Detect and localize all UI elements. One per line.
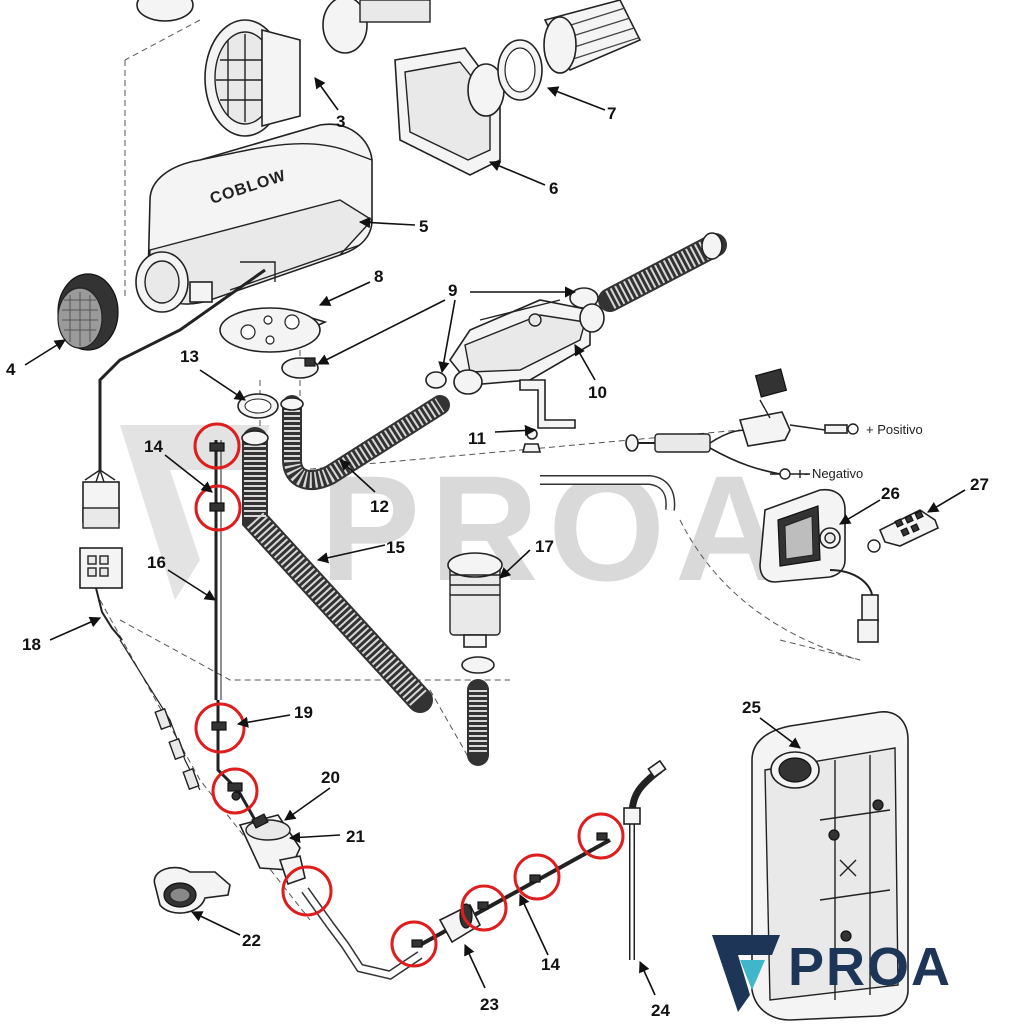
part-number-20: 20	[321, 768, 340, 787]
part-number-5: 5	[419, 217, 428, 236]
part-number-25: 25	[742, 698, 761, 717]
part-number-17: 17	[535, 537, 554, 556]
part-air-outlet-frame	[394, 47, 505, 176]
part-fuel-pump	[238, 813, 306, 886]
highlight-circle	[577, 812, 625, 860]
brand-logo-mark	[712, 935, 780, 1012]
brand-logo-accent	[740, 960, 765, 990]
part-heater-unit: COBLOW	[135, 123, 374, 313]
part-filter-cap	[57, 273, 119, 351]
highlight-circle	[211, 767, 259, 815]
part-number-3: 3	[336, 112, 345, 131]
negative-wire-label: - Negativo	[804, 466, 863, 481]
part-air-inlet-grille	[136, 0, 431, 137]
part-number-11: 11	[468, 429, 486, 448]
part-number-24: 24	[651, 1001, 670, 1020]
part-number-labels: 3 4 5 6 7 8 9 10 11 12 13 14 15 16 17 18…	[6, 104, 989, 1020]
part-number-13: 13	[180, 347, 199, 366]
part-number-22: 22	[242, 931, 261, 950]
part-number-10: 10	[588, 383, 607, 402]
highlight-circle	[513, 853, 561, 901]
highlight-circle	[281, 865, 333, 917]
part-number-14: 14	[144, 437, 163, 456]
leader-arrows	[24, 77, 966, 996]
part-hose-clamp-duct	[497, 0, 642, 101]
part-number-12: 12	[370, 497, 389, 516]
watermark-text: PROA	[320, 444, 793, 612]
part-mounting-gasket	[219, 307, 328, 353]
highlight-circle	[460, 884, 508, 932]
highlight-marks	[193, 422, 625, 968]
part-fuel-line	[209, 440, 257, 821]
part-fuel-tank	[751, 711, 909, 1021]
part-intake-hose	[241, 427, 433, 713]
part-exhaust-hose	[280, 395, 450, 490]
part-control-panel	[759, 488, 879, 643]
part-intake-clamp	[237, 393, 279, 419]
highlight-circle	[390, 920, 438, 968]
positive-wire-label: + Positivo	[866, 422, 923, 437]
highlight-circle	[193, 422, 241, 470]
part-number-14-lower: 14	[541, 955, 560, 974]
part-number-18: 18	[22, 635, 41, 654]
part-number-19: 19	[294, 703, 313, 722]
part-mounting-bracket	[519, 379, 576, 453]
part-number-21: 21	[346, 827, 365, 846]
part-wiring-harness	[79, 268, 266, 791]
part-fuel-hose-segment	[540, 475, 676, 511]
part-number-9: 9	[448, 281, 457, 300]
highlight-circle	[194, 484, 242, 532]
part-number-23: 23	[480, 995, 499, 1014]
part-number-7: 7	[607, 104, 616, 123]
brand-logo: PROA	[712, 935, 952, 1012]
part-number-26: 26	[881, 484, 900, 503]
part-power-cable: + Positivo - Negativo	[625, 368, 923, 481]
part-number-16: 16	[147, 553, 166, 572]
part-number-27: 27	[970, 475, 989, 494]
part-fuel-line-clip	[231, 791, 241, 801]
part-number-8: 8	[374, 267, 383, 286]
part-remote-control	[867, 509, 940, 553]
part-exhaust-silencer	[449, 232, 727, 395]
watermark: PROA	[120, 425, 793, 612]
part-number-15: 15	[386, 538, 405, 557]
part-number-4: 4	[6, 360, 16, 379]
highlight-circle	[194, 702, 246, 754]
part-number-6: 6	[549, 179, 558, 198]
part-pump-bracket	[153, 866, 231, 914]
watermark-logo-shape	[120, 425, 270, 600]
brand-logo-text: PROA	[788, 937, 952, 997]
part-exhaust-clamps	[281, 287, 599, 389]
part-fuel-supply-line	[301, 832, 611, 980]
part-fuel-filter	[447, 552, 503, 766]
part-fuel-pickup-pipe	[623, 759, 667, 960]
